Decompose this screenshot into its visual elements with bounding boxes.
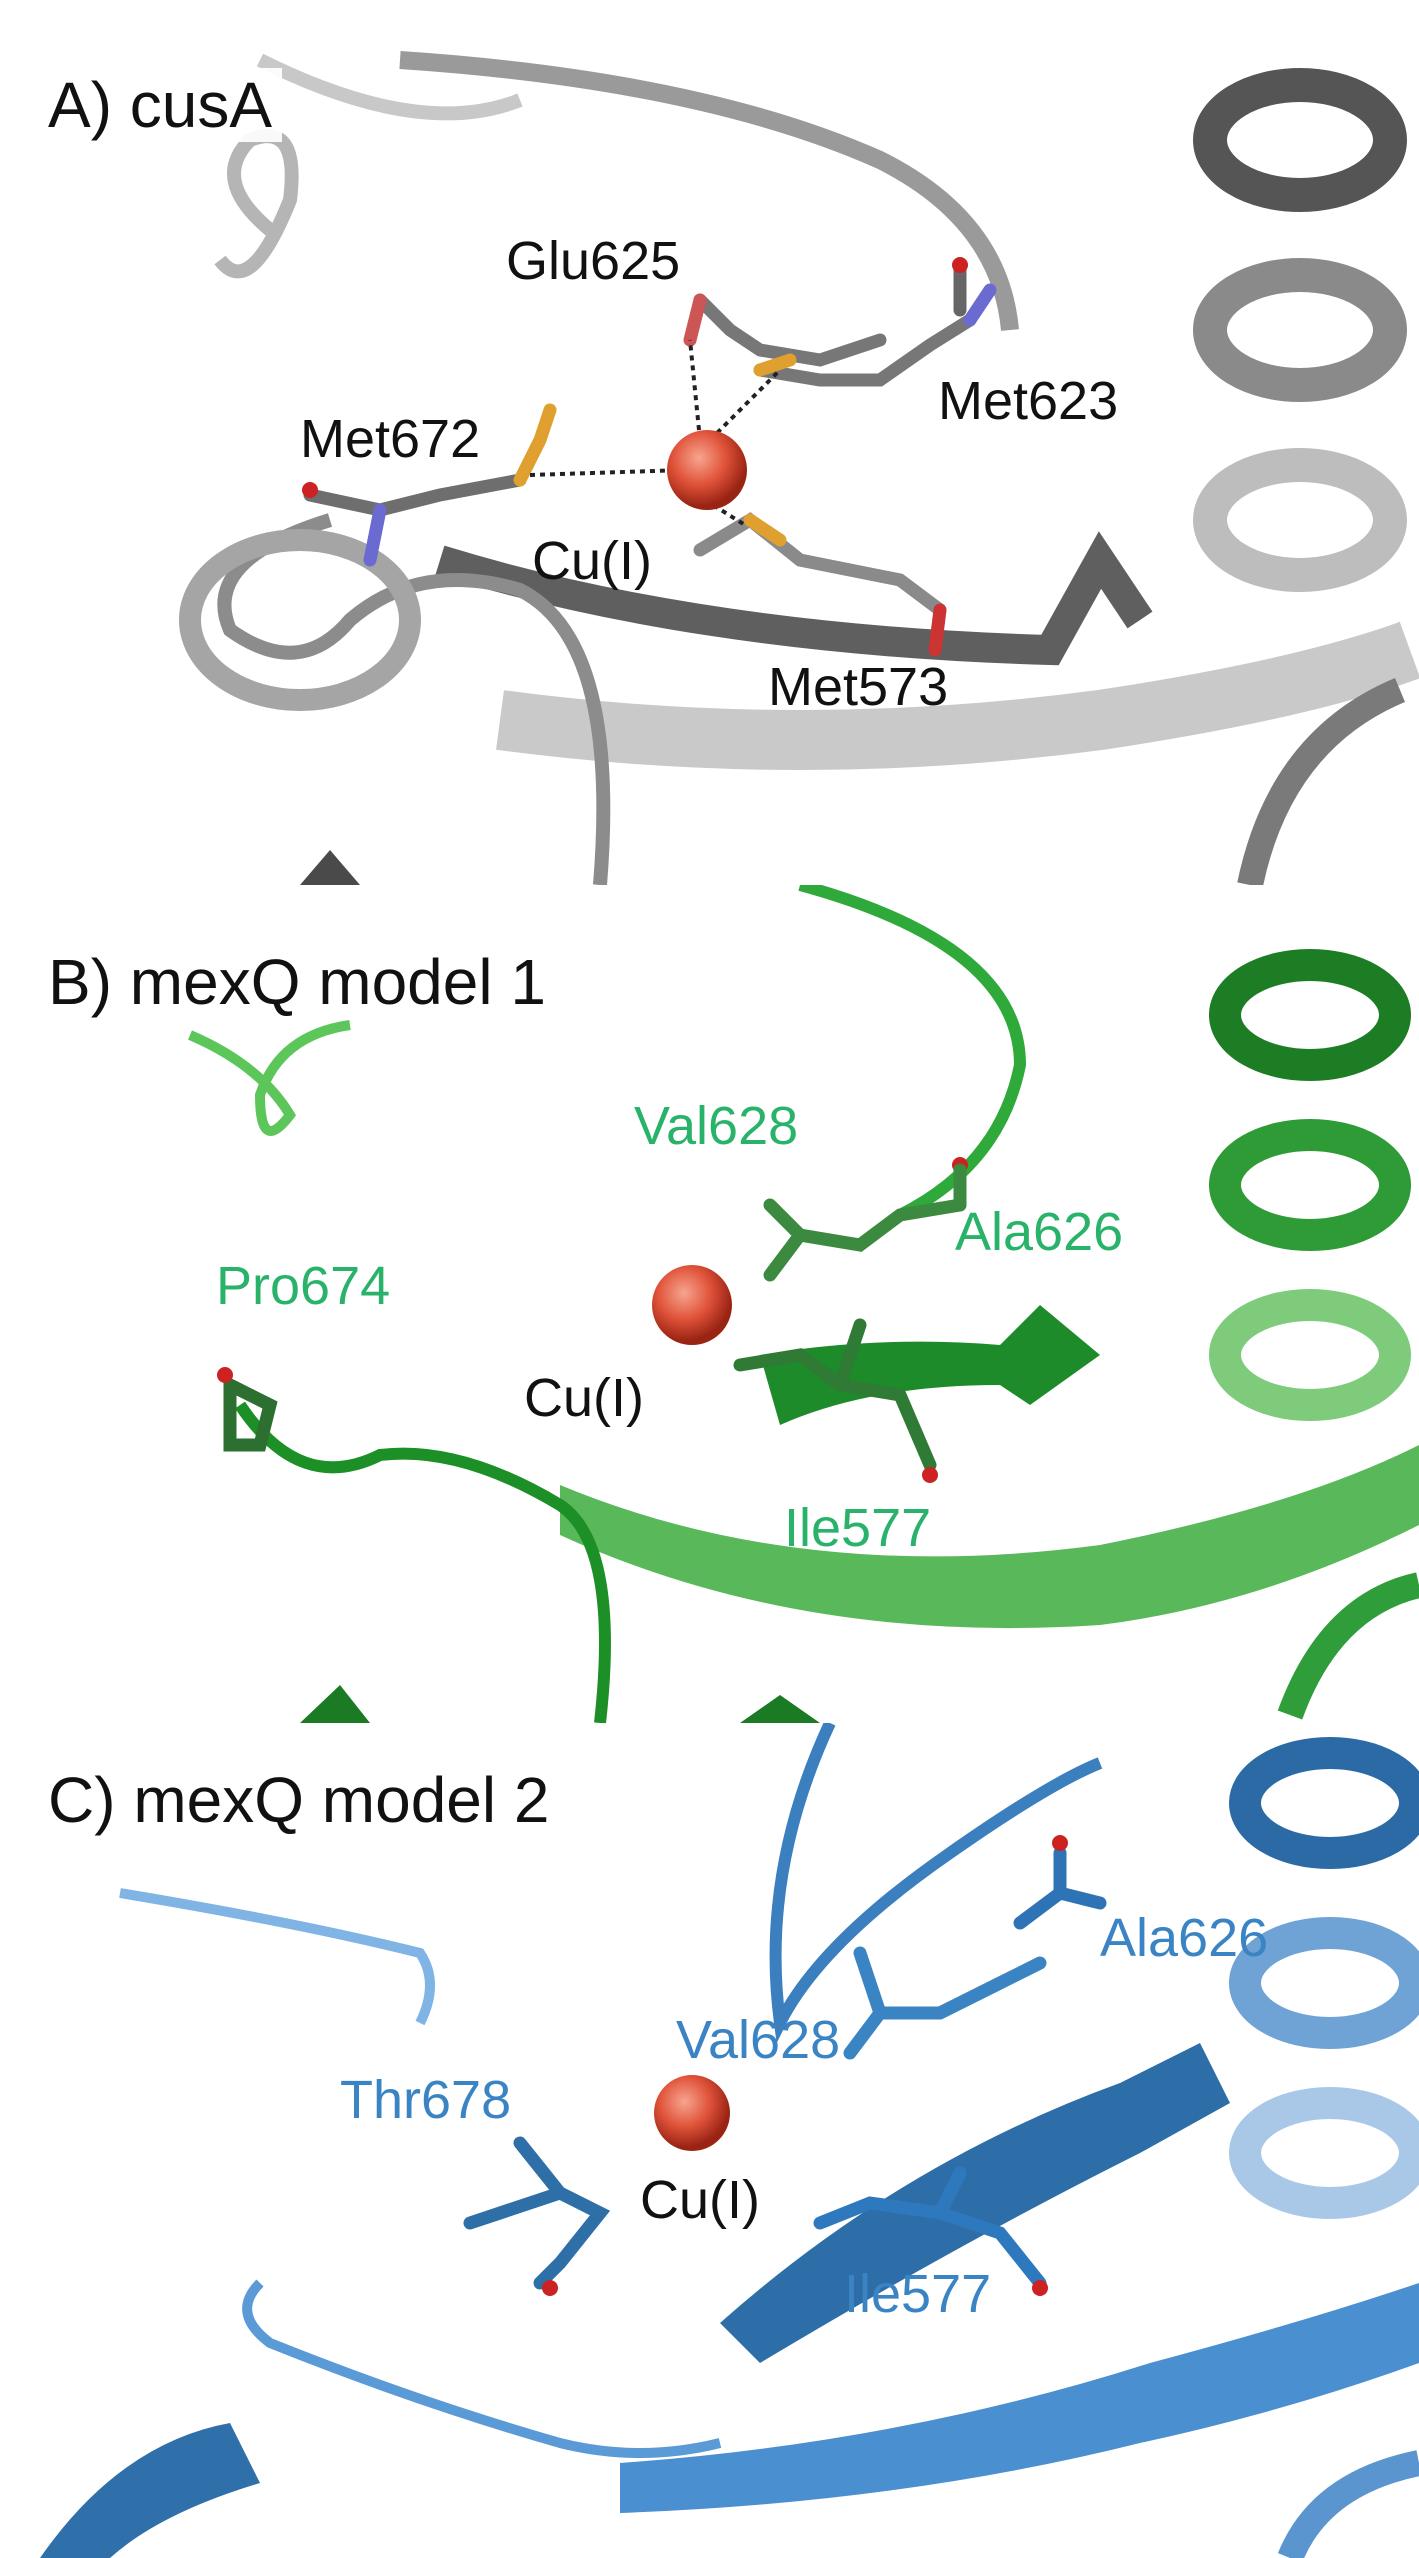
ribbon-helix-right: [1229, 1737, 1419, 2219]
label-cu-ion: Cu(I): [532, 531, 652, 591]
ribbon-loop: [217, 513, 611, 885]
ribbon-strand: [1277, 1572, 1419, 1720]
label-met623: Met623: [938, 371, 1119, 431]
label-ala626: Ala626: [1100, 1908, 1269, 1968]
ribbon-helix: [179, 529, 421, 711]
label-met573: Met573: [768, 657, 949, 717]
residue-ala626-sticks: [1013, 1835, 1107, 1930]
residue-ile577-sticks: [813, 2166, 1048, 2296]
label-pro674: Pro674: [216, 1256, 391, 1316]
label-thr678: Thr678: [340, 2070, 512, 2130]
ribbon-helix-right: [1209, 949, 1411, 1421]
ribbon-sheet: [760, 1305, 1100, 1425]
ribbon-helix: [214, 129, 299, 279]
label-cu-ion: Cu(I): [640, 2170, 760, 2230]
ribbon-strand: [119, 1888, 435, 2026]
panel-c-structure: [40, 1723, 1419, 2558]
panel-a-structure: [179, 51, 1419, 885]
panel-b-structure: [188, 885, 1419, 1723]
label-cu-ion: Cu(I): [524, 1368, 644, 1428]
residue-val628-sticks: [763, 1157, 968, 1282]
residue-pro674-sticks: [217, 1367, 278, 1452]
panel-c: C) mexQ model 2 Ala626 Val628 Thr678 Cu(…: [0, 1723, 1419, 2558]
ribbon-strand: [300, 850, 360, 885]
ribbon-sheet: [435, 531, 1153, 666]
residue-met573-sticks: [693, 512, 947, 657]
ribbon-strand: [300, 1685, 370, 1723]
panel-a: A) cusA Glu625 Met623 Met672 Cu(I) Met57…: [0, 0, 1419, 885]
coordination-bonds: [529, 339, 782, 527]
ribbon-strand: [399, 51, 1019, 331]
copper-ion: [652, 1265, 732, 1345]
ribbon-strand: [1277, 2450, 1419, 2558]
residue-met672-sticks: [302, 403, 557, 567]
residue-glu625-sticks: [683, 293, 887, 367]
ribbon-loop: [242, 2279, 722, 2458]
label-val628: Val628: [676, 2010, 841, 2070]
ribbon-strand: [256, 53, 523, 121]
panel-b-title: B) mexQ model 1: [38, 945, 556, 1019]
label-met672: Met672: [300, 409, 481, 469]
ribbon-helix-right: [1193, 68, 1407, 592]
ribbon-strand: [1237, 678, 1406, 885]
ribbon-loop: [188, 1020, 351, 1136]
residue-met623-sticks: [753, 257, 997, 387]
label-ile577: Ile577: [844, 2264, 992, 2324]
ribbon-sheet: [560, 1445, 1419, 1629]
ribbon-sheet: [720, 2043, 1230, 2363]
ribbon-strand: [769, 1723, 1103, 2044]
ribbon-strand: [798, 885, 1027, 1221]
copper-ion: [654, 2075, 730, 2151]
copper-ion: [667, 430, 747, 510]
panel-a-title: A) cusA: [38, 68, 283, 142]
residue-ile577-sticks: [733, 1318, 938, 1483]
ribbon-helix: [40, 2423, 260, 2558]
ribbon-sheet: [496, 621, 1419, 770]
panel-b: B) mexQ model 1 Val628 Ala626 Pro674 Cu(…: [0, 885, 1419, 1723]
ribbon-loop: [235, 1401, 611, 1723]
residue-thr678-sticks: [463, 2136, 611, 2296]
panel-c-title: C) mexQ model 2: [38, 1763, 560, 1837]
ribbon-strand: [740, 1695, 820, 1723]
ribbon-sheet: [620, 2283, 1419, 2513]
label-ile577: Ile577: [784, 1498, 932, 1558]
residue-val628-sticks: [843, 1946, 1047, 2060]
label-glu625: Glu625: [506, 231, 681, 291]
label-val628: Val628: [634, 1096, 799, 1156]
label-ala626: Ala626: [955, 1202, 1124, 1262]
